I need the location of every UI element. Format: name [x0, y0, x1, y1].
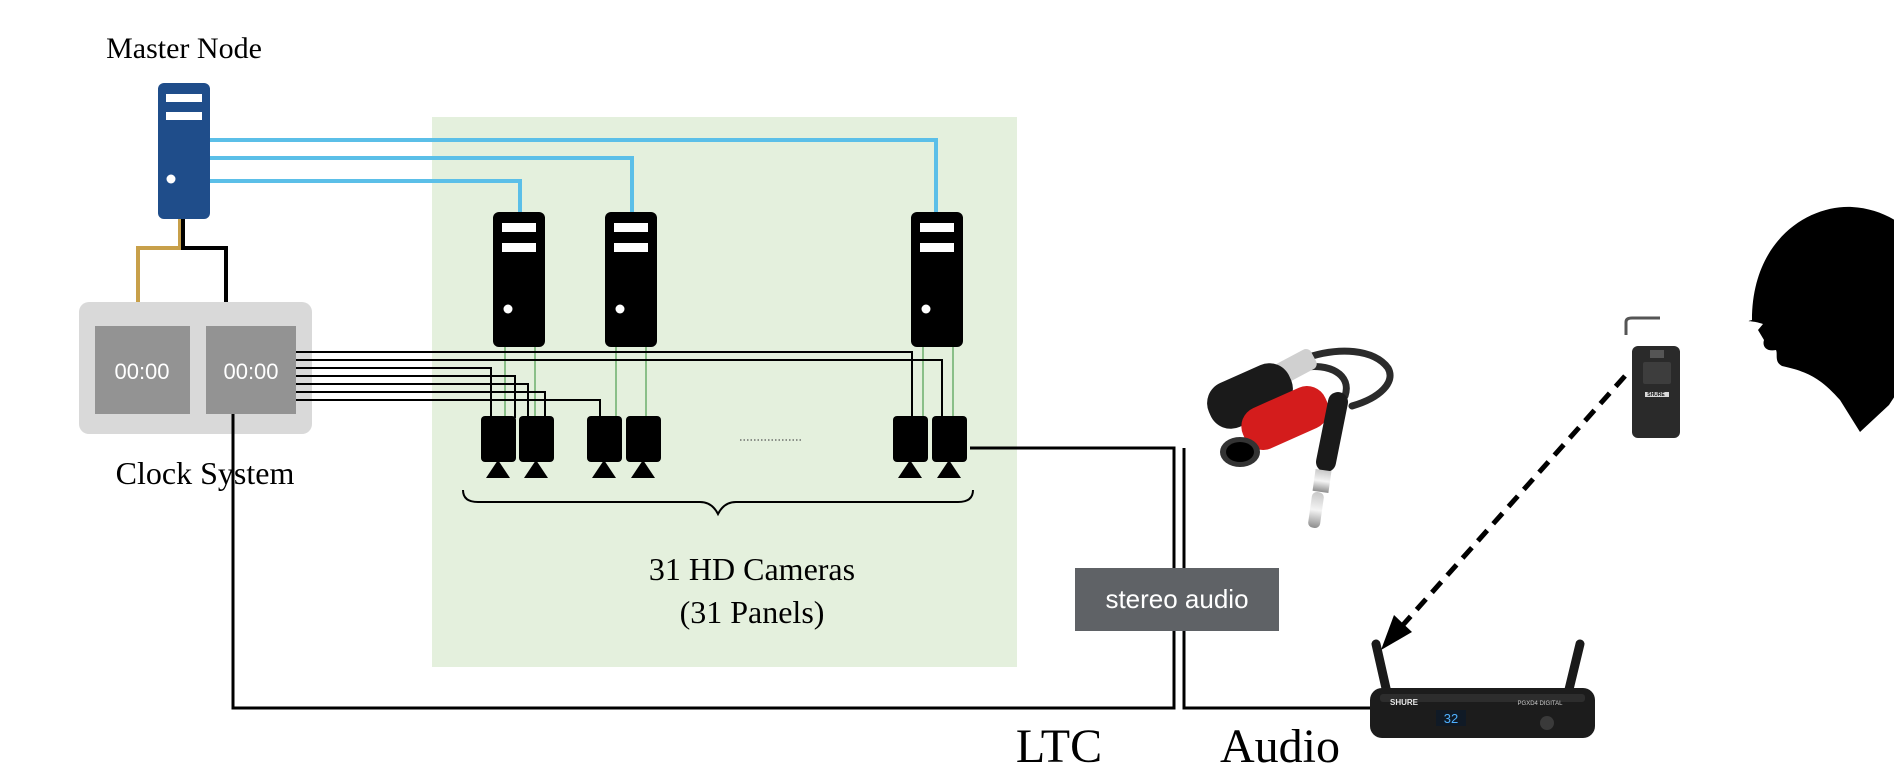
clock-a-time: 00:00 — [114, 359, 169, 384]
clock-b-time: 00:00 — [223, 359, 278, 384]
bodypack-brand: SHURE — [1647, 392, 1665, 398]
wireless-signal — [1402, 376, 1625, 626]
audio-y-cable-icon — [1200, 347, 1390, 529]
receiver-model: PGXD4 DIGITAL — [1518, 701, 1564, 707]
master-node-label: Master Node — [106, 32, 262, 65]
head-silhouette-icon — [1749, 207, 1894, 432]
receiver-brand: SHURE — [1390, 698, 1419, 707]
cameras-label-line2: (31 Panels) — [680, 594, 825, 630]
ltc-label: LTC — [1016, 720, 1102, 772]
stereo-audio-label: stereo audio — [1105, 584, 1248, 614]
master-server-icon — [158, 83, 210, 219]
wireless-receiver-icon — [1370, 644, 1595, 738]
cameras-label-line1: 31 HD Cameras — [649, 551, 855, 587]
bodypack-transmitter-icon — [1626, 318, 1680, 438]
receiver-display: 32 — [1444, 711, 1458, 726]
clock-system-label: Clock System — [116, 455, 295, 491]
audio-label: Audio — [1220, 720, 1340, 772]
